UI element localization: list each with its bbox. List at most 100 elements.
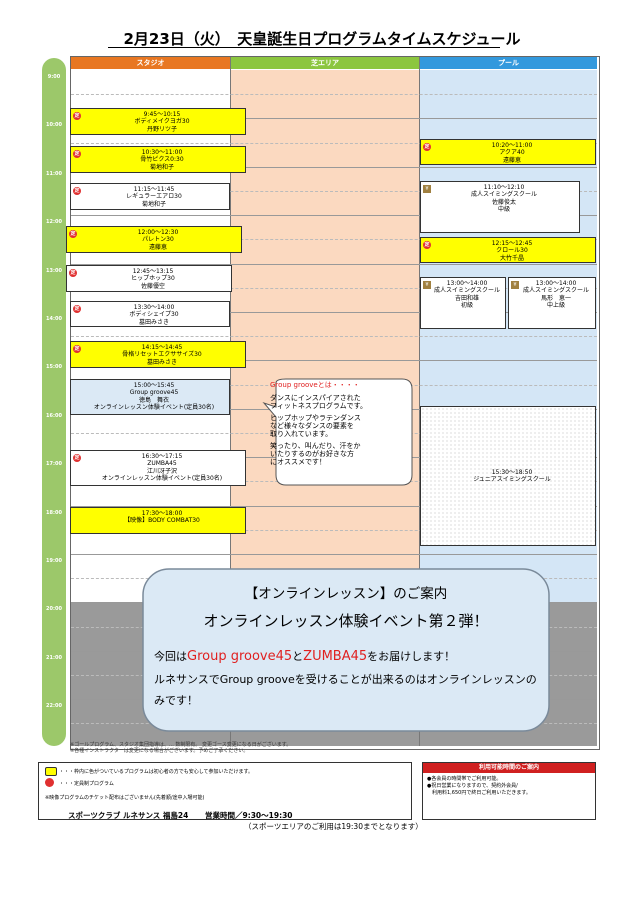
program-time: 11:15～11:45 [133,186,175,193]
hour-line [71,215,597,217]
program-inst: 吉田和雄 [454,294,479,302]
fee-icon: ¥ [511,281,519,289]
hour-line [71,263,597,265]
program-inst: 徳島 舞衣 [138,396,169,404]
studio-program[interactable]: 17:30～18:00【映像】BODY COMBAT30 [70,507,246,534]
title-underline [108,47,500,48]
program-name: アクア40 [499,149,525,157]
business-hours: 営業時間／9:30～19:30 [204,811,293,820]
club-name: スポーツクラブ ルネサンス 福島24 [68,811,189,820]
program-name: クロール30 [496,247,528,255]
info-subtitle: オンラインレッスン体験イベント第２弾！ [203,612,489,630]
info-text: をお届けします！ [367,650,456,663]
program-inst: 墓田みさき [146,358,177,366]
fee-icon: ¥ [423,185,431,193]
hour-label: 22:00 [46,703,62,710]
availability-line: 利用料1,650円で終日ご利用いただきます。 [427,790,531,796]
column-header-lawn: 芝エリア [231,57,419,69]
capacity-icon: 定 [423,241,431,249]
legend-line: ・・・定員制プログラム [59,781,114,787]
program-inst: 佐藤優空 [140,282,165,290]
program-time: 12:15～12:45 [491,240,533,247]
hour-line [71,166,597,168]
callout-line: ヒップホップやラテンダンス [270,414,361,422]
hour-label: 15:00 [46,364,62,371]
info-text: と [292,650,304,663]
hour-label: 14:00 [46,316,62,322]
hour-label: 16:00 [46,412,62,419]
hour-line [71,118,597,120]
info-program-2: ZUMBA45 [303,649,368,664]
capacity-icon: 定 [73,112,81,120]
group-groove-callout: Group grooveとは・・・・ ダンスにインスパイアされた フィットネスプ… [262,377,414,489]
program-inst: 菊地和子 [149,163,174,171]
info-text: 今回は [154,650,187,663]
callout-line: ダンスにインスパイアされた [270,394,361,402]
hour-label: 21:00 [46,654,62,661]
column-divider [419,57,420,746]
program-extra: オンラインレッスン体験イベント(定員30名) [93,404,215,412]
capacity-icon: 定 [73,454,81,462]
lawn-column-bg [231,70,419,602]
program-time: 16:30～17:15 [141,453,183,460]
capacity-icon: 定 [423,143,431,151]
program-name: 成人スイミングスクール [522,287,589,295]
program-name: ジュニアスイミングスクール [473,476,551,484]
hour-line [71,554,597,555]
hour-line [71,505,597,507]
availability-box: 利用可能時間のご案内 ●各会員の時間帯でご利用可能。 ●祝日営業になりますので、… [422,762,596,820]
legend-line: ・・・枠内に色がついているプログラムは初心者の方でも安心して参加いただけます。 [59,769,254,775]
column-header-pool: プール [420,57,597,69]
hour-line [71,312,597,313]
notes: ※ゴールプログラム、スタジオ集団指導は、... 数制限有。 変更ゴース変更になる… [70,742,590,754]
hour-label: 13:00 [46,267,62,274]
program-inst: 墓田みさき [138,318,169,326]
program-time: 12:00～12:30 [137,229,179,236]
callout-line: など様々なダンスの要素を [270,422,354,430]
hour-label: 20:00 [46,606,62,613]
program-time: 13:00～14:00 [446,280,488,287]
program-inst: 馬形 恵一 [540,294,571,302]
hour-label: 12:00 [46,219,62,226]
callout-line: フィットネスプログラムです。 [270,402,367,410]
program-inst: 大竹千晶 [499,254,524,262]
callout-line: 取り入れています。 [270,430,333,438]
program-inst: 遠藤恵 [502,156,521,164]
program-inst: 佐藤俊太 [491,198,516,206]
info-line-1: 今回はGroup groove45とZUMBA45をお届けします！ [154,648,544,664]
note-line: ※ゴールプログラム、スタジオ集団指導は、... 数制限有。 変更ゴース変更になる… [70,742,292,748]
footer: スポーツクラブ ルネサンス 福島24 営業時間／9:30～19:30 （スポーツ… [68,810,548,832]
program-time: 15:30～18:50 [491,469,533,476]
info-line-2: ルネサンスでGroup grooveを受けることが出来るのはオンラインレッスンの… [154,673,537,707]
legend-yellow-swatch [45,767,57,776]
sports-area-note: （スポーツエリアのご利用は19:30までとなります） [244,822,423,831]
capacity-icon: 定 [73,305,81,313]
program-name: パレトン30 [142,236,174,244]
column-divider [230,57,231,746]
hour-line [71,360,597,362]
availability-line: ●各会員の時間帯でご利用可能。 [427,776,502,782]
program-extra: オンラインレッスン体験イベント(定員30名) [101,475,223,483]
program-name: レギュラーエアロ30 [126,193,182,201]
capacity-icon: 定 [73,187,81,195]
half-hour-line [71,142,597,144]
callout-line: にオススメです！ [270,458,326,466]
program-inst: 江川冴子沢 [146,467,177,475]
program-time: 13:00～14:00 [535,280,577,287]
